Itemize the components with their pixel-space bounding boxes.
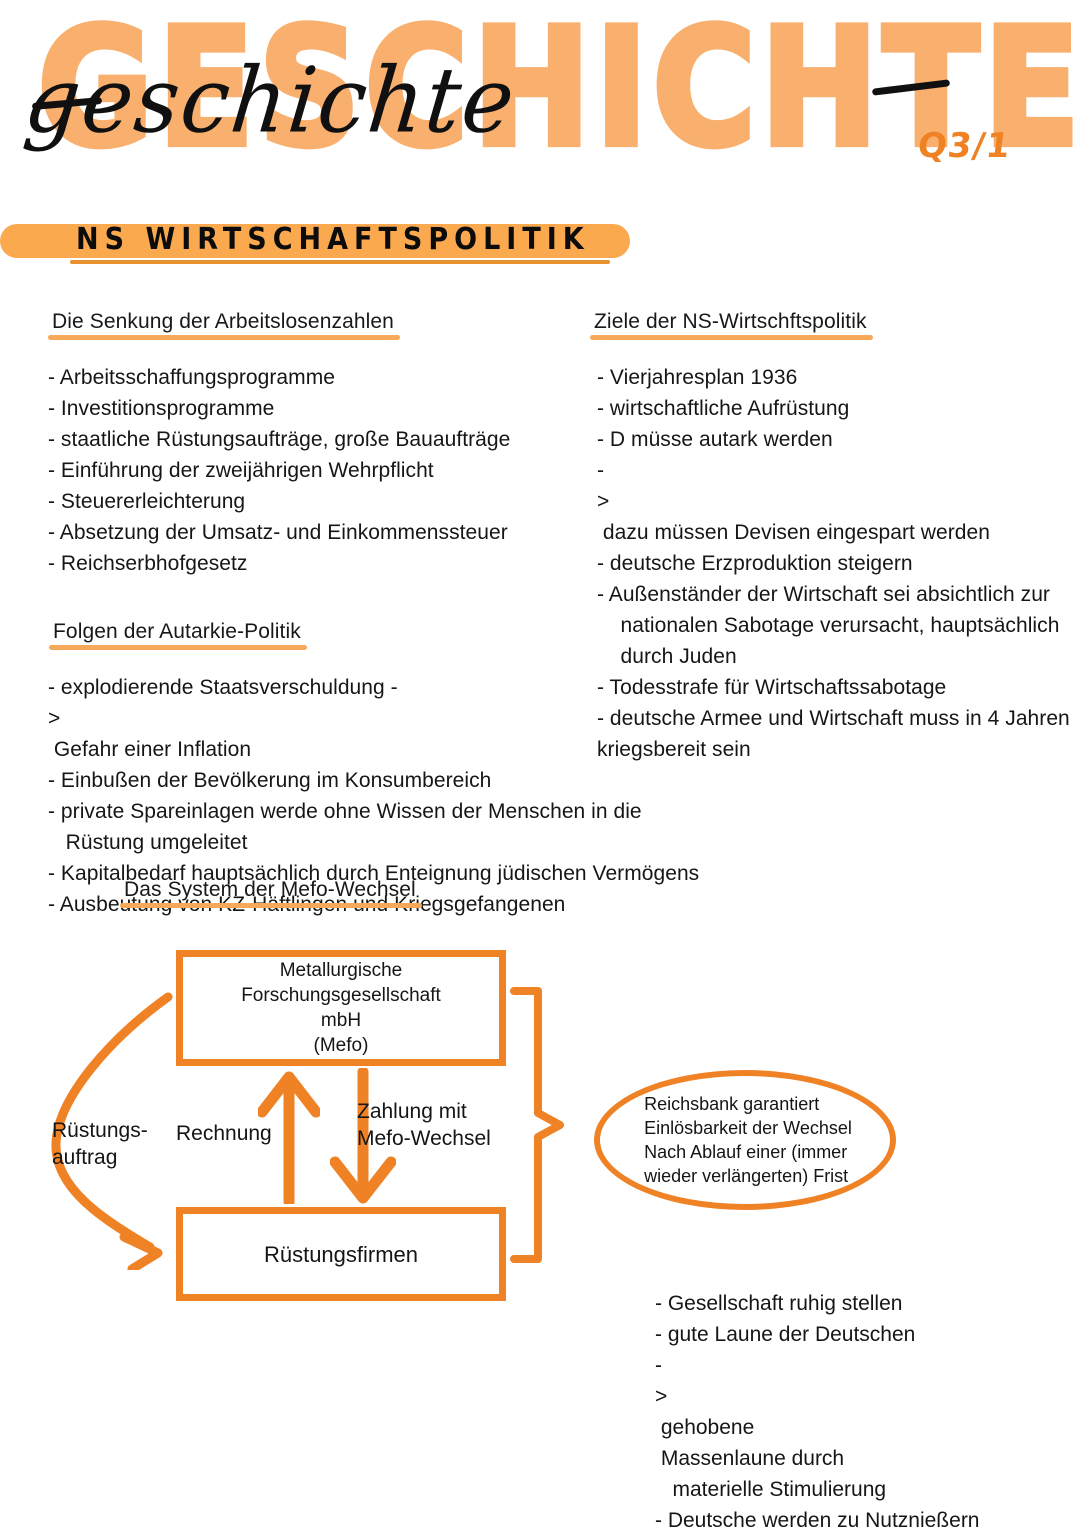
section-banner-underline (70, 260, 610, 264)
heading-mefo-system-text: Das System der Mefo-Wechsel (120, 878, 422, 908)
heading-ziele-text: Ziele der NS-Wirtschftspolitik (590, 310, 873, 340)
diagram-label-rechnung: Rechnung (176, 1122, 272, 1145)
section-banner-title: NS WIRTSCHAFTSPOLITIK (76, 222, 590, 257)
diagram-label-zahlung: Zahlung mit Mefo-Wechsel (357, 1100, 491, 1150)
list-autarkie: - explodierende Staatsverschuldung - > G… (48, 676, 700, 916)
page-header: GESCHICHTE geschichte Q3/1 (0, 0, 1080, 200)
list-arbeitslosenzahlen: - Arbeitsschaffungsprogramme - Investiti… (48, 366, 511, 575)
course-code-label: Q3/1 (915, 126, 1014, 166)
diagram-box-ruestungsfirmen: Rüstungsfirmen (176, 1207, 506, 1301)
diagram-bracket-right (510, 987, 564, 1263)
heading-mefo-system: Das System der Mefo-Wechsel (120, 878, 422, 908)
list-bottom-notes: - Gesellschaft ruhig stellen - gute Laun… (655, 1292, 980, 1532)
diagram-box-mefo-label: Metallurgische Forschungsgesellschaft mb… (241, 960, 441, 1056)
page-title-handwritten: geschichte (19, 48, 521, 154)
diagram-box-mefo: Metallurgische Forschungsgesellschaft mb… (176, 950, 506, 1066)
heading-arbeitslosenzahlen-text: Die Senkung der Arbeitslosenzahlen (48, 310, 400, 340)
heading-arbeitslosenzahlen: Die Senkung der Arbeitslosenzahlen (48, 310, 400, 340)
diagram-box-ruestungsfirmen-label: Rüstungsfirmen (263, 1241, 419, 1267)
heading-autarkie: Folgen der Autarkie-Politik (49, 620, 307, 650)
diagram-ellipse-reichsbank-text: Reichsbank garantiert Einlösbarkeit der … (644, 1094, 852, 1186)
heading-autarkie-text: Folgen der Autarkie-Politik (49, 620, 307, 650)
section-banner-highlight (0, 224, 630, 258)
diagram-arrow-up-rechnung (258, 1071, 320, 1204)
heading-ziele: Ziele der NS-Wirtschftspolitik (590, 310, 873, 340)
diagram-arrow-ruestungsauftrag (51, 992, 173, 1270)
diagram-arrow-down-zahlung (330, 1068, 396, 1204)
list-ziele: - Vierjahresplan 1936 - wirtschaftliche … (597, 366, 1070, 761)
diagram-ellipse-reichsbank: Reichsbank garantiert Einlösbarkeit der … (594, 1070, 896, 1210)
diagram-label-ruestungsauftrag: Rüstungs- auftrag (52, 1119, 148, 1169)
